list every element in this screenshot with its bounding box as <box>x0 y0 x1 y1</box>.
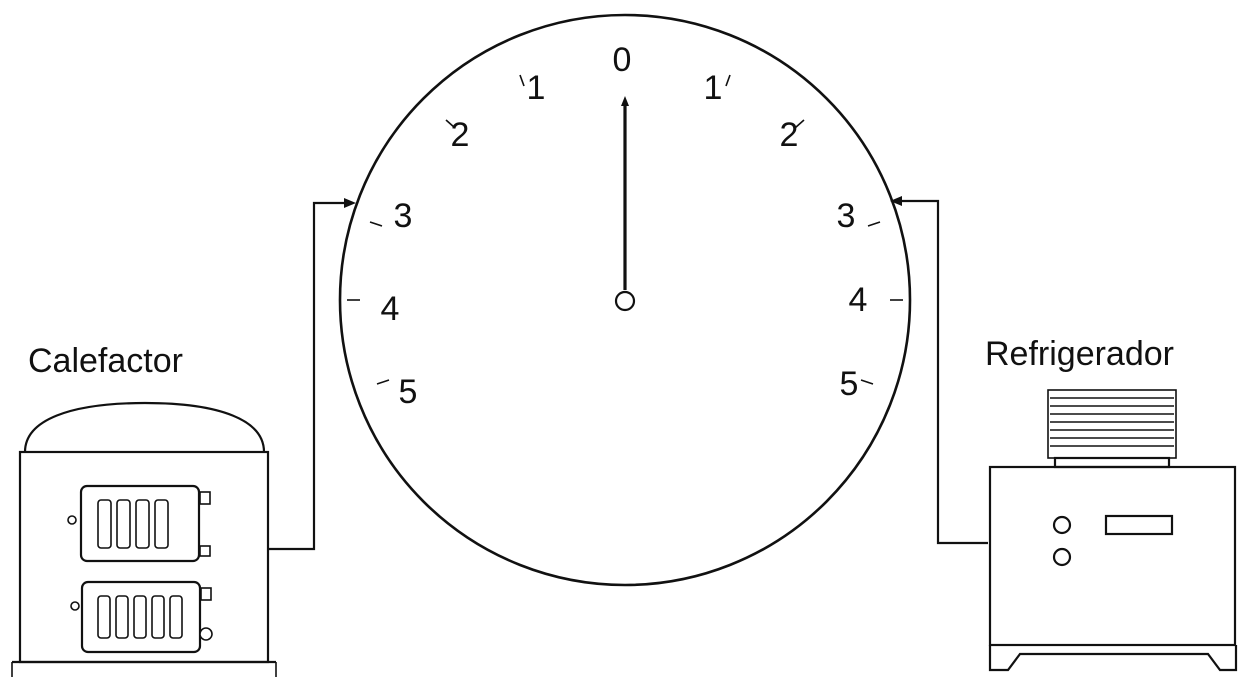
dial-label-right-1: 1 <box>704 69 723 107</box>
dial-label-left-5: 5 <box>399 373 418 411</box>
heater-connection-line <box>268 198 356 549</box>
dial-needle <box>616 96 634 310</box>
dial: 0 1 2 3 4 5 1 2 3 4 5 <box>340 15 910 585</box>
dial-label-left-3: 3 <box>394 197 413 235</box>
dial-label-right-4: 4 <box>849 281 868 319</box>
dial-label-left-4: 4 <box>381 290 400 328</box>
refrigerator-display <box>1106 516 1172 534</box>
dial-label-right-5: 5 <box>840 365 859 403</box>
heater-illustration: Calefactor <box>12 342 276 677</box>
refrigerator-illustration: Refrigerador <box>985 335 1236 670</box>
dial-label-right-3: 3 <box>837 197 856 235</box>
dial-label-left-1: 1 <box>527 69 546 107</box>
dial-label-left-2: 2 <box>451 116 470 154</box>
dial-label-right-2: 2 <box>780 116 799 154</box>
refrigerator-knob-icon <box>1054 549 1070 565</box>
dial-label-top: 0 <box>613 41 632 79</box>
needle-pivot <box>616 292 634 310</box>
refrigerator-label: Refrigerador <box>985 335 1174 373</box>
refrigerator-knob-icon <box>1054 517 1070 533</box>
heater-label: Calefactor <box>28 342 183 380</box>
